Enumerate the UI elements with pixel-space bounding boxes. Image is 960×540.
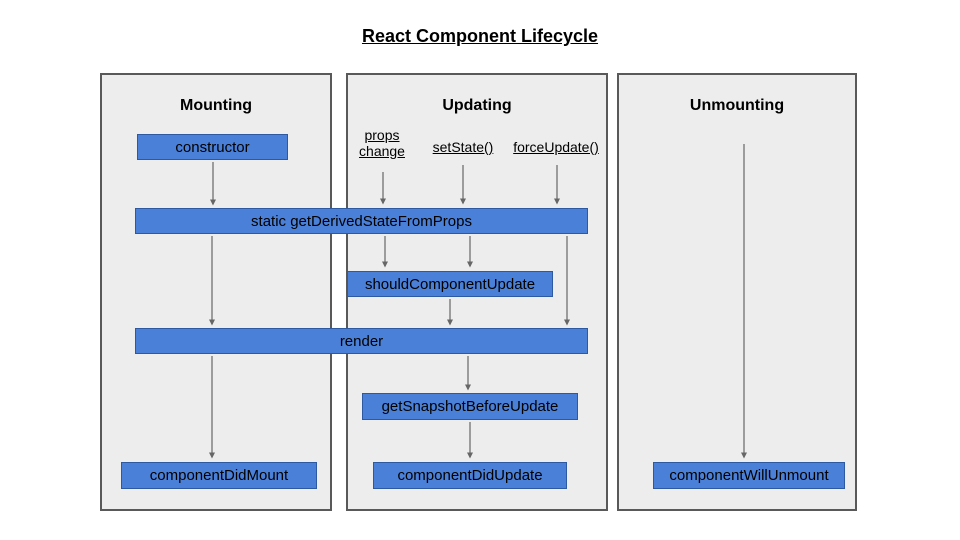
panel-header-updating: Updating xyxy=(442,97,512,114)
lifecycle-box-constructor: constructor xyxy=(137,134,288,160)
panel-header-mounting: Mounting xyxy=(180,97,252,114)
trigger-label-set-state: setState() xyxy=(432,139,494,155)
lifecycle-box-render: render xyxy=(135,328,588,354)
trigger-label-props-change: props change xyxy=(359,127,405,159)
panel-unmounting: Unmounting xyxy=(617,73,857,511)
lifecycle-box-get-derived-state-from-props: static getDerivedStateFromProps xyxy=(135,208,588,234)
lifecycle-box-component-will-unmount: componentWillUnmount xyxy=(653,462,845,489)
trigger-label-force-update: forceUpdate() xyxy=(513,139,599,155)
lifecycle-box-should-component-update: shouldComponentUpdate xyxy=(347,271,553,297)
lifecycle-box-component-did-mount: componentDidMount xyxy=(121,462,317,489)
panel-header-unmounting: Unmounting xyxy=(689,97,785,114)
lifecycle-box-get-snapshot-before-update: getSnapshotBeforeUpdate xyxy=(362,393,578,420)
diagram-title: React Component Lifecycle xyxy=(361,26,599,46)
lifecycle-box-component-did-update: componentDidUpdate xyxy=(373,462,567,489)
